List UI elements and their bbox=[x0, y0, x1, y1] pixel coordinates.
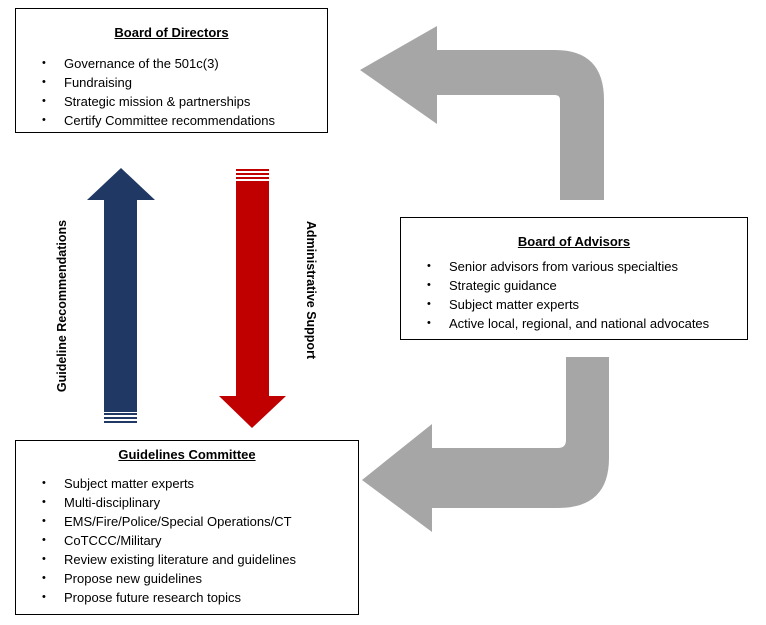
board-of-advisors-title: Board of Advisors bbox=[517, 234, 631, 249]
list-item: Multi-disciplinary bbox=[16, 493, 358, 512]
list-item: Subject matter experts bbox=[16, 474, 358, 493]
board-of-advisors-box: Board of Advisors Senior advisors from v… bbox=[400, 217, 748, 340]
down-arrow bbox=[219, 169, 286, 428]
board-of-advisors-list: Senior advisors from various specialties… bbox=[401, 257, 747, 333]
guidelines-committee-title: Guidelines Committee bbox=[118, 447, 256, 462]
administrative-support-label: Administrative Support bbox=[304, 220, 318, 360]
board-of-directors-title: Board of Directors bbox=[114, 25, 229, 40]
list-item: Strategic mission & partnerships bbox=[16, 92, 327, 111]
curved-arrow-to-directors bbox=[360, 26, 604, 200]
list-item: Propose future research topics bbox=[16, 588, 358, 607]
up-arrow bbox=[87, 168, 155, 423]
list-item: Propose new guidelines bbox=[16, 569, 358, 588]
list-item: Strategic guidance bbox=[401, 276, 747, 295]
list-item: CoTCCC/Military bbox=[16, 531, 358, 550]
guidelines-committee-box: Guidelines Committee Subject matter expe… bbox=[15, 440, 359, 615]
list-item: EMS/Fire/Police/Special Operations/CT bbox=[16, 512, 358, 531]
list-item: Governance of the 501c(3) bbox=[16, 54, 327, 73]
board-of-directors-box: Board of Directors Governance of the 501… bbox=[15, 8, 328, 133]
list-item: Senior advisors from various specialties bbox=[401, 257, 747, 276]
list-item: Certify Committee recommendations bbox=[16, 111, 327, 130]
list-item: Active local, regional, and national adv… bbox=[401, 314, 747, 333]
guidelines-committee-list: Subject matter experts Multi-disciplinar… bbox=[16, 474, 358, 607]
guideline-recommendations-label: Guideline Recommendations bbox=[55, 219, 69, 393]
list-item: Fundraising bbox=[16, 73, 327, 92]
list-item: Subject matter experts bbox=[401, 295, 747, 314]
board-of-directors-list: Governance of the 501c(3) Fundraising St… bbox=[16, 54, 327, 130]
list-item: Review existing literature and guideline… bbox=[16, 550, 358, 569]
curved-arrow-to-committee bbox=[362, 357, 609, 532]
